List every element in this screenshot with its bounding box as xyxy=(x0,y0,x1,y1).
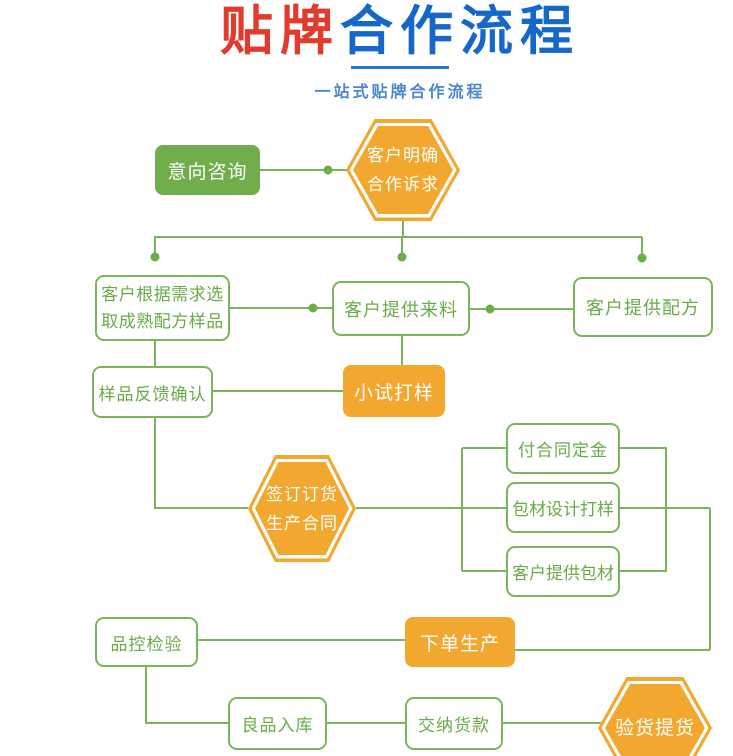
connector-dot xyxy=(308,303,318,313)
header: 贴牌合作流程 一站式贴牌合作流程 xyxy=(67,0,733,102)
node-order-production-label: 下单生产 xyxy=(419,633,500,655)
node-order-production: 下单生产 xyxy=(405,617,515,667)
label-line1: 客户明确 xyxy=(367,146,439,165)
node-warehouse: 良品入库 xyxy=(228,697,327,750)
node-intent-consult: 意向咨询 xyxy=(155,145,260,195)
connector-dot xyxy=(150,252,160,262)
node-trial-sample-label: 小试打样 xyxy=(353,382,434,404)
connector-dot xyxy=(637,253,647,263)
node-provide-formula: 客户提供配方 xyxy=(573,277,713,337)
label-line1: 签订订货 xyxy=(266,484,338,504)
node-select-formula-sample: 客户根据需求选 取成熟配方样品 xyxy=(95,275,230,341)
node-pay-deposit-label: 付合同定金 xyxy=(518,441,608,460)
node-hex-customer-demand: 客户明确 合作诉求 xyxy=(346,119,460,221)
node-hex-sign-contract-label: 签订订货 生产合同 xyxy=(248,455,356,562)
node-sample-feedback-label: 样品反馈确认 xyxy=(98,384,207,404)
label-line2: 生产合同 xyxy=(266,513,338,533)
label-line1: 验货提货 xyxy=(614,717,695,739)
node-trial-sample: 小试打样 xyxy=(343,365,445,417)
title-divider xyxy=(351,66,449,69)
node-intent-consult-label: 意向咨询 xyxy=(167,161,248,183)
node-provide-material-label: 客户提供来料 xyxy=(344,299,458,320)
node-qc-inspection-label: 品控检验 xyxy=(110,634,183,654)
node-pay-deposit: 付合同定金 xyxy=(506,423,620,474)
node-provide-package-label: 客户提供包材 xyxy=(512,564,614,583)
node-hex-customer-demand-label: 客户明确 合作诉求 xyxy=(346,119,460,221)
label-line1: 客户根据需求选 xyxy=(101,285,224,304)
node-provide-material: 客户提供来料 xyxy=(332,281,470,336)
node-hex-inspect-pickup: 验货提货 xyxy=(598,677,712,756)
node-payment: 交纳货款 xyxy=(405,697,503,750)
node-sample-feedback: 样品反馈确认 xyxy=(92,366,213,418)
page-title-part2: 合作流程 xyxy=(340,2,580,61)
node-hex-sign-contract: 签订订货 生产合同 xyxy=(248,455,356,562)
page-title-part1: 贴牌 xyxy=(220,2,340,61)
label-line2: 合作诉求 xyxy=(367,175,439,194)
connector-dot xyxy=(485,304,495,314)
node-package-design-label: 包材设计打样 xyxy=(512,500,614,519)
node-provide-package: 客户提供包材 xyxy=(506,546,620,597)
connector-feedback-to-contract xyxy=(154,418,248,509)
connector-dot xyxy=(397,252,407,262)
node-provide-formula-label: 客户提供配方 xyxy=(586,298,700,318)
page-subtitle: 一站式贴牌合作流程 xyxy=(314,84,486,101)
node-payment-label: 交纳货款 xyxy=(418,716,490,735)
node-package-design: 包材设计打样 xyxy=(506,482,620,533)
connector-qc-to-warehouse xyxy=(145,667,228,724)
node-select-formula-sample-label: 客户根据需求选 取成熟配方样品 xyxy=(101,281,224,335)
label-line2: 取成熟配方样品 xyxy=(101,312,224,331)
node-qc-inspection: 品控检验 xyxy=(95,617,198,667)
page-title: 贴牌合作流程 xyxy=(67,2,733,62)
node-warehouse-label: 良品入库 xyxy=(241,716,314,735)
node-hex-inspect-pickup-label: 验货提货 xyxy=(598,677,712,756)
connector-dot xyxy=(323,165,333,175)
